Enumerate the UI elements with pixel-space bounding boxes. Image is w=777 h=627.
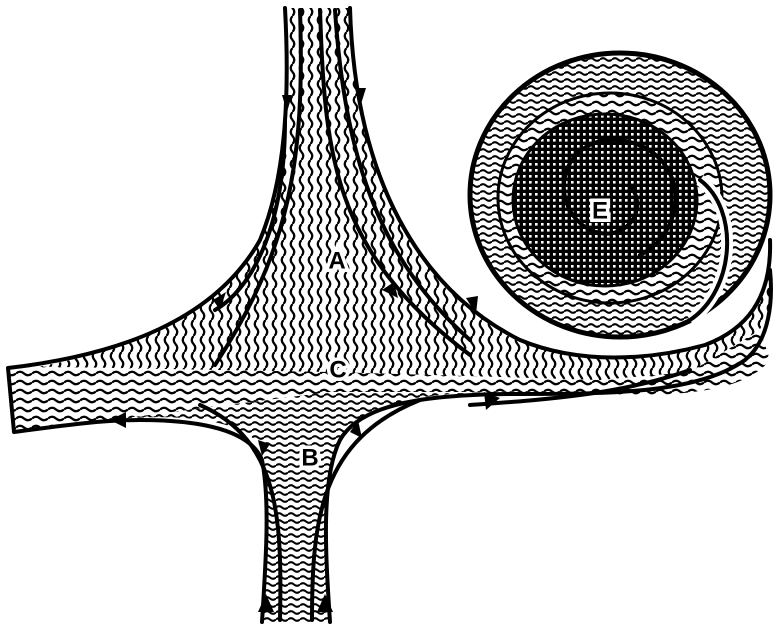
label-e: E [592, 197, 608, 224]
label-a: A [328, 247, 345, 274]
lower-channel-fill [110, 392, 520, 622]
lower-water-mass-b [110, 392, 520, 622]
eddy-e [470, 53, 770, 337]
label-b: B [301, 444, 318, 471]
label-c: C [329, 356, 346, 383]
